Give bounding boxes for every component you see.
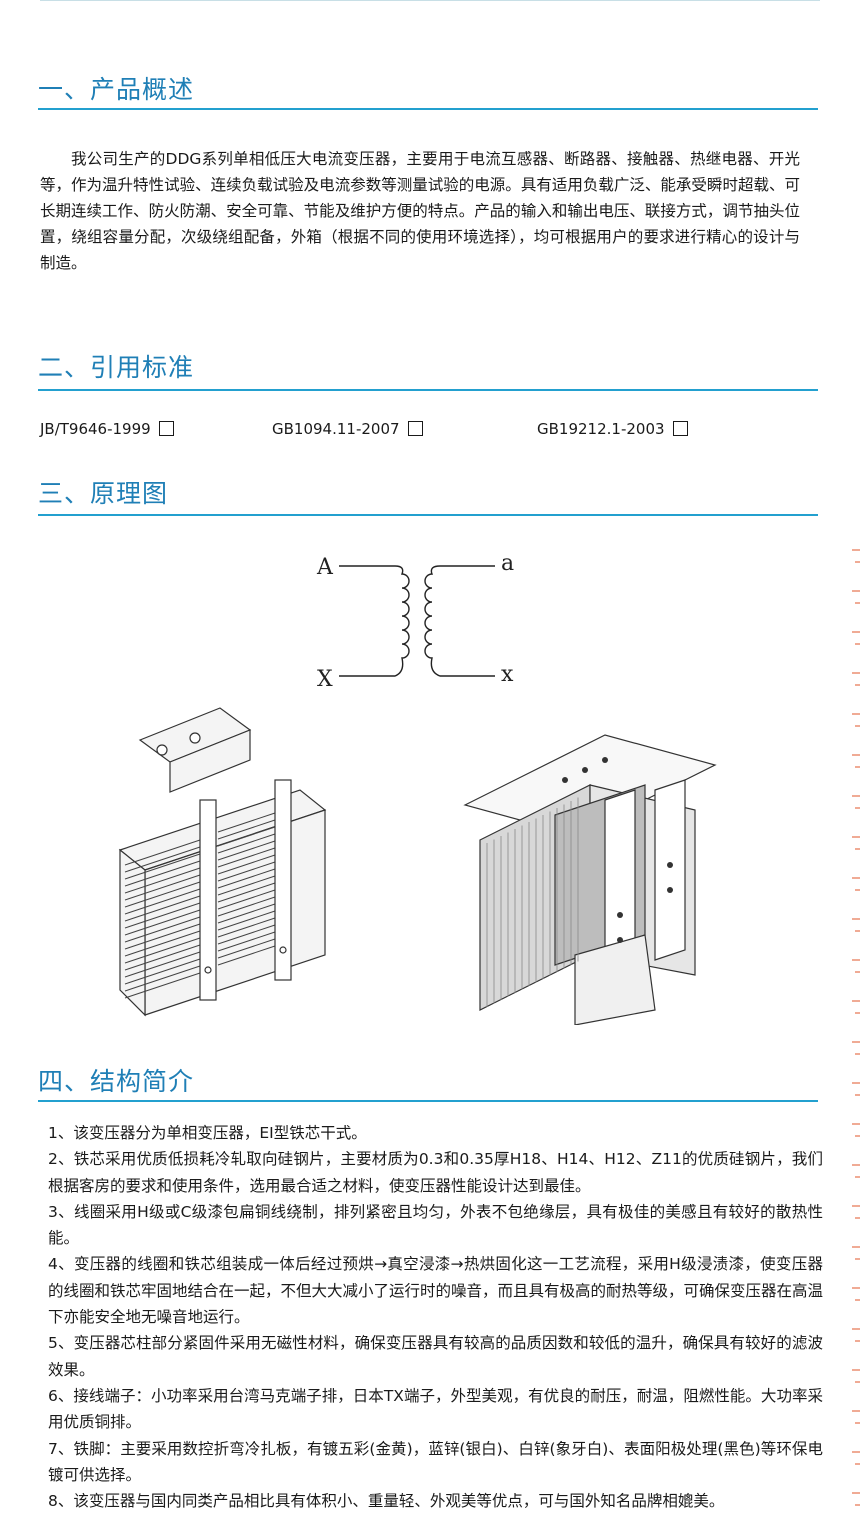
- section-title-standards: 二、引用标准: [38, 353, 195, 382]
- terminal-label-x: x: [501, 662, 514, 687]
- section-title-diagram: 三、原理图: [38, 479, 169, 508]
- checkbox-icon: [158, 421, 174, 436]
- standards-list: JB/T9646-1999 GB1094.11-2007 GB19212.1-2…: [40, 420, 820, 446]
- section-divider: [38, 389, 818, 391]
- standard-code: GB1094.11-2007: [272, 420, 400, 438]
- checkbox-icon: [407, 421, 423, 436]
- terminal-label-A: A: [316, 555, 334, 580]
- structure-item: 1、该变压器分为单相变压器，EI型铁芯干式。: [48, 1124, 367, 1142]
- structure-item: 3、线圈采用H级或C级漆包扁铜线绕制，排列紧密且均匀，外表不包绝缘层，具有极佳的…: [48, 1202, 823, 1248]
- section-divider: [38, 514, 818, 516]
- section-divider: [38, 108, 818, 110]
- standard-code: JB/T9646-1999: [40, 420, 151, 438]
- section-title-structure: 四、结构简介: [38, 1067, 195, 1096]
- terminal-label-X: X: [317, 667, 333, 692]
- section-title-overview: 一、产品概述: [38, 75, 195, 104]
- structure-item: 4、变压器的线圈和铁芯组装成一体后经过预烘→真空浸漆→热烘固化这一工艺流程，采用…: [48, 1255, 824, 1327]
- section-divider: [38, 1100, 818, 1102]
- standard-item: JB/T9646-1999: [40, 420, 174, 438]
- structure-list: 1、该变压器分为单相变压器，EI型铁芯干式。 2、铁芯采用优质低损耗冷轧取向硅钢…: [48, 1120, 823, 1514]
- secondary-winding: [424, 565, 495, 677]
- transformer-schematic: A X a x: [316, 551, 514, 692]
- structure-item: 6、接线端子：小功率采用台湾马克端子排，日本TX端子，外型美观，有优良的耐压，耐…: [48, 1386, 823, 1432]
- terminal-label-a: a: [501, 551, 514, 576]
- primary-winding: [339, 565, 410, 677]
- standard-item: GB19212.1-2003: [537, 420, 688, 438]
- structure-item: 7、铁脚：主要采用数控折弯冷扎板，有镀五彩(金黄)，蓝锌(银白)、白锌(象牙白)…: [48, 1439, 823, 1484]
- standard-code: GB19212.1-2003: [537, 420, 665, 438]
- structure-item: 8、该变压器与国内同类产品相比具有体积小、重量轻、外观美等优点，可与国外知名品牌…: [48, 1492, 725, 1511]
- top-divider: [40, 0, 820, 1]
- transformer-illustration-large: [118, 707, 327, 1017]
- structure-item: 2、铁芯采用优质低损耗冷轧取向硅钢片，主要材质为0.3和0.35厚H18、H14…: [48, 1150, 823, 1195]
- standard-item: GB1094.11-2007: [272, 420, 423, 438]
- overview-paragraph: 我公司生产的DDG系列单相低压大电流变压器，主要用于电流互感器、断路器、接触器、…: [40, 150, 800, 272]
- transformer-illustration-small: [463, 734, 717, 1025]
- structure-item: 5、变压器芯柱部分紧固件采用无磁性材料，确保变压器具有较高的品质因数和较低的温升…: [48, 1334, 823, 1379]
- checkbox-icon: [672, 421, 688, 436]
- margin-bleed-marks: [852, 549, 860, 1506]
